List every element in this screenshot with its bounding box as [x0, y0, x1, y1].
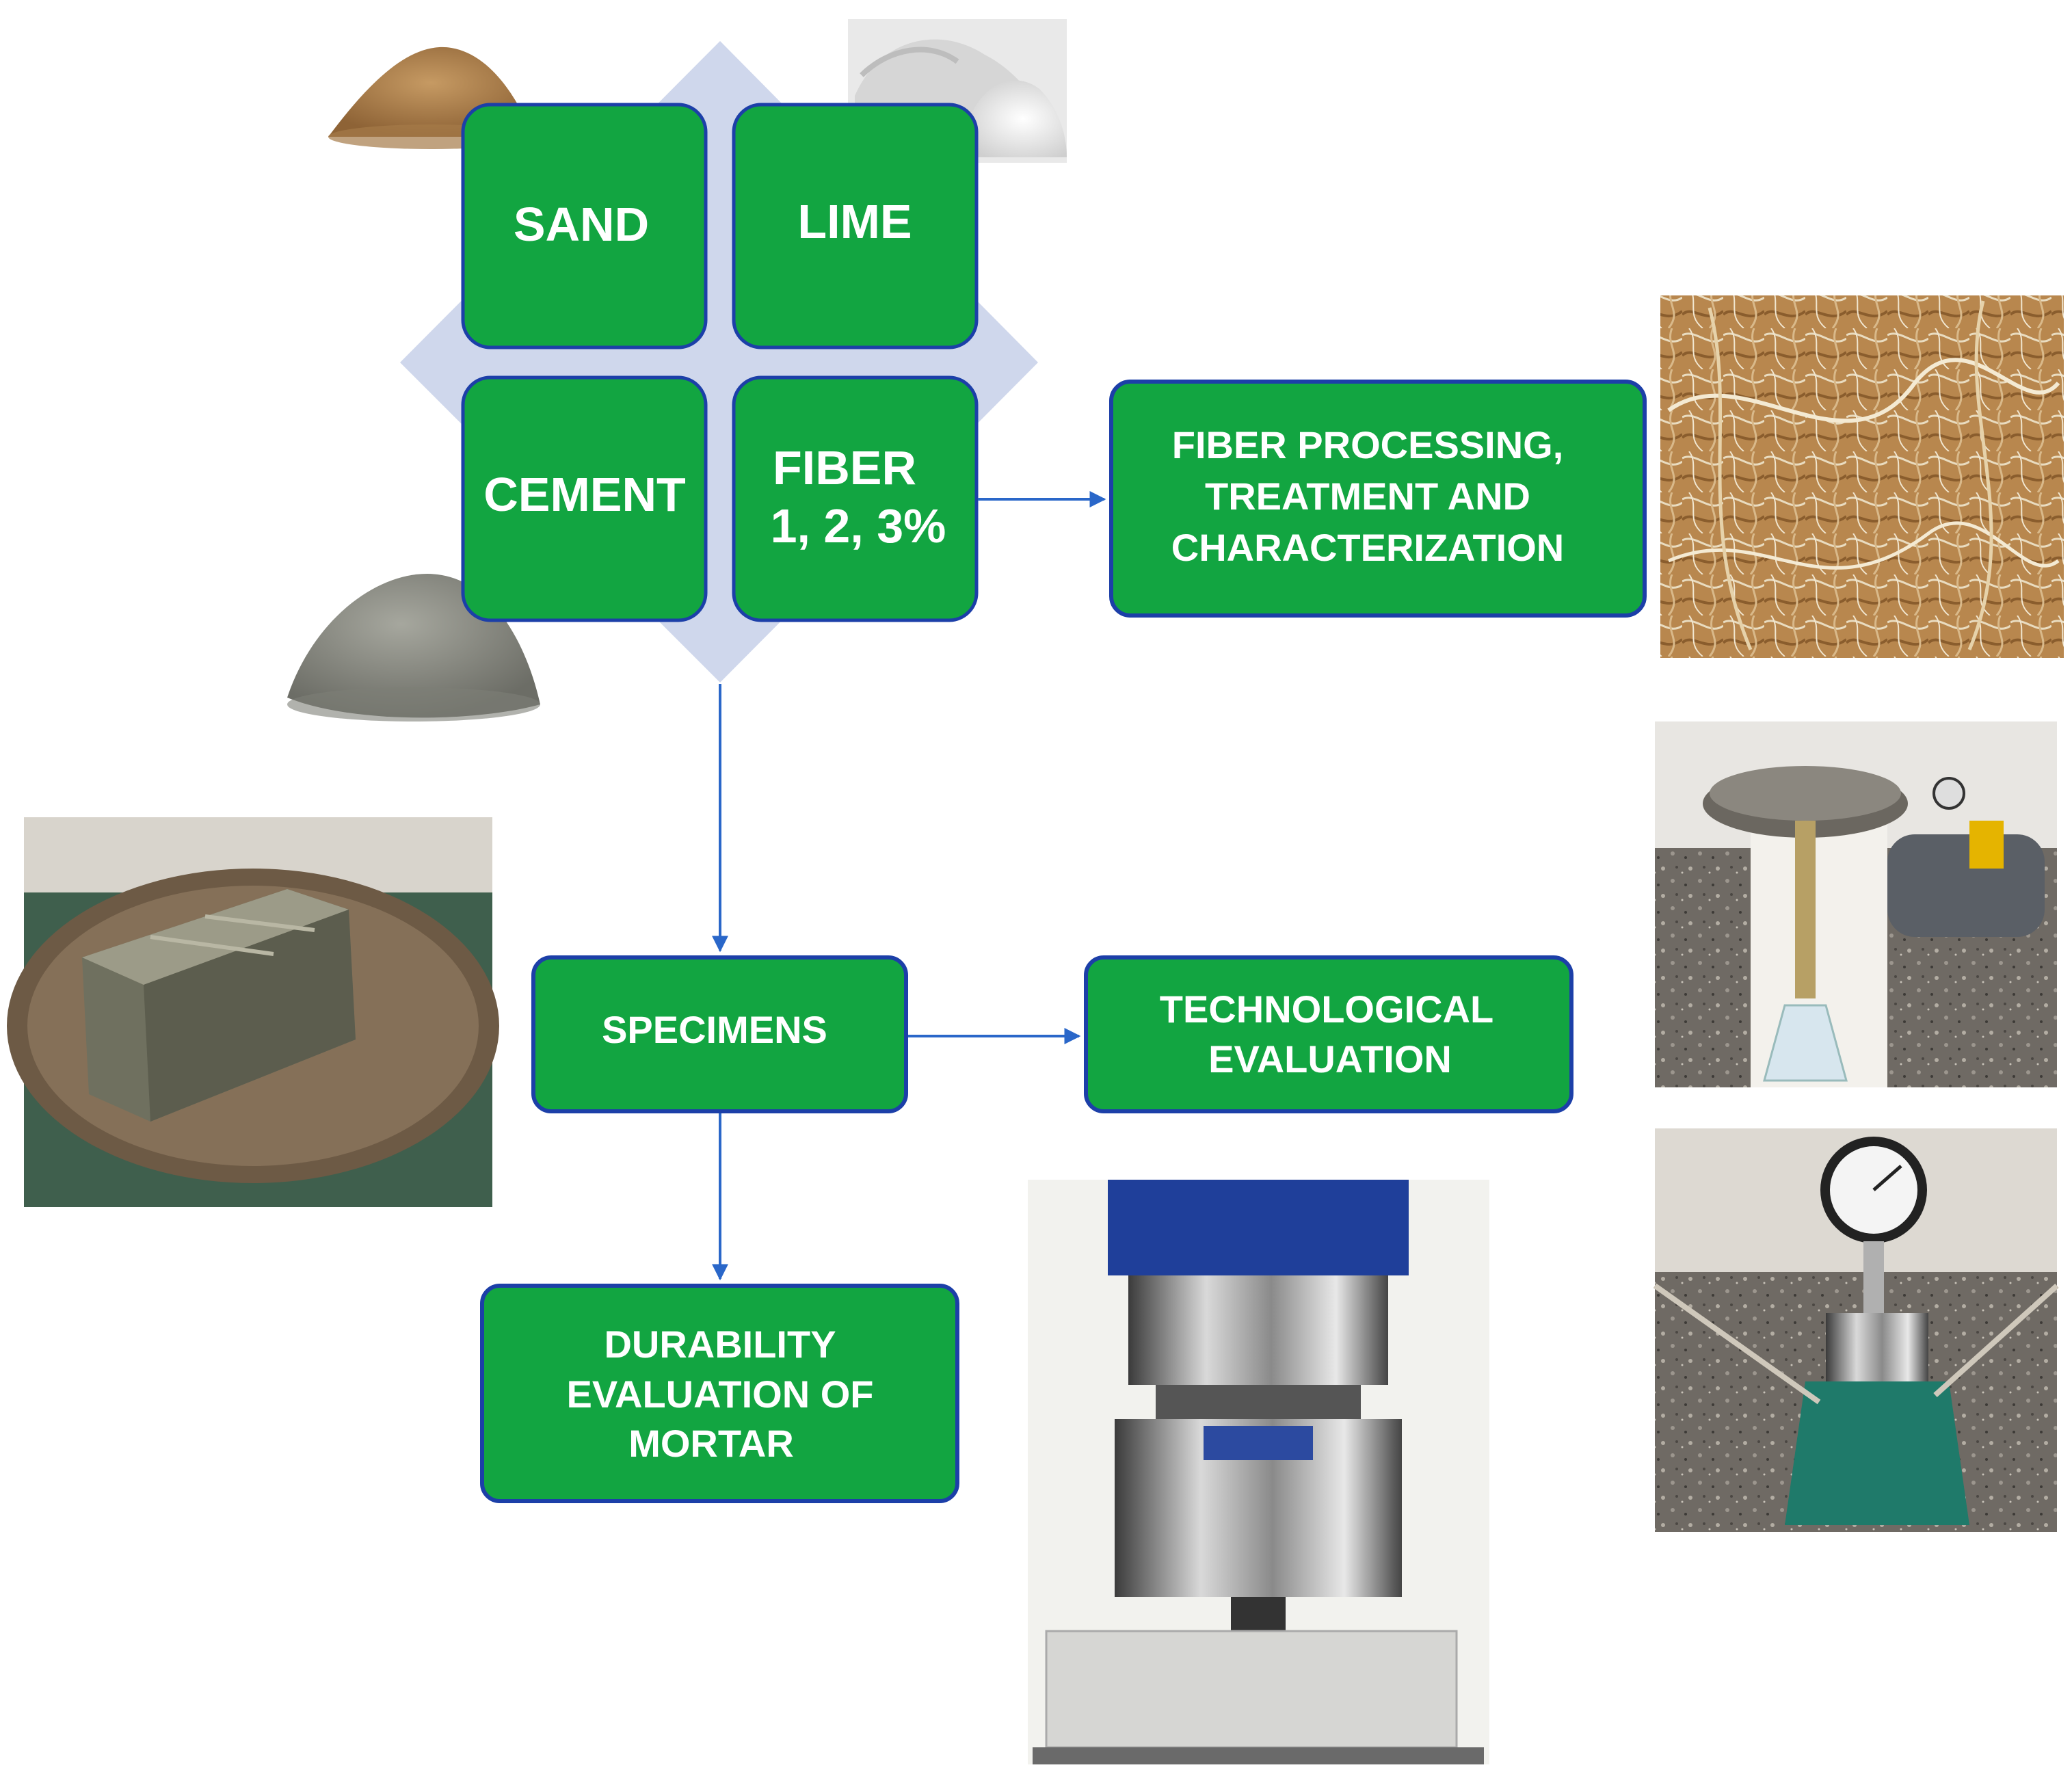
cement-box: CEMENT — [461, 375, 708, 622]
fiber-bundle-photo — [1660, 295, 2064, 658]
mortar-specimen-photo — [7, 817, 499, 1207]
fiber-label-line2: 1, 2, 3% — [771, 499, 946, 553]
lime-box: LIME — [732, 103, 979, 349]
sand-box: SAND — [461, 103, 708, 349]
durability-line1: DURABILITY — [604, 1323, 836, 1366]
specimens-box: SPECIMENS — [531, 955, 908, 1113]
vacuum-apparatus-photo — [1655, 721, 2057, 1087]
fiber-processing-line1: FIBER PROCESSING, — [1172, 423, 1564, 466]
fiber-label-line1: FIBER — [773, 441, 916, 494]
specimens-label: SPECIMENS — [602, 1008, 827, 1051]
fiber-box: FIBER 1, 2, 3% — [732, 375, 979, 622]
technological-line2: EVALUATION — [1208, 1037, 1452, 1081]
durability-line2: EVALUATION OF — [566, 1373, 873, 1416]
durability-line3: MORTAR — [628, 1422, 794, 1465]
lime-label: LIME — [797, 195, 912, 248]
cement-label: CEMENT — [483, 468, 686, 521]
fiber-processing-box: FIBER PROCESSING, TREATMENT AND CHARACTE… — [1109, 380, 1647, 618]
compression-press-photo — [1028, 1180, 1489, 1764]
durability-evaluation-box: DURABILITY EVALUATION OF MORTAR — [480, 1284, 959, 1503]
technological-line1: TECHNOLOGICAL — [1160, 988, 1493, 1031]
sand-label: SAND — [514, 198, 649, 251]
air-content-meter-photo — [1653, 1128, 2059, 1532]
technological-evaluation-box: TECHNOLOGICAL EVALUATION — [1084, 955, 1573, 1113]
fiber-processing-line2: TREATMENT AND — [1205, 475, 1530, 518]
fiber-processing-line3: CHARACTERIZATION — [1171, 526, 1564, 569]
